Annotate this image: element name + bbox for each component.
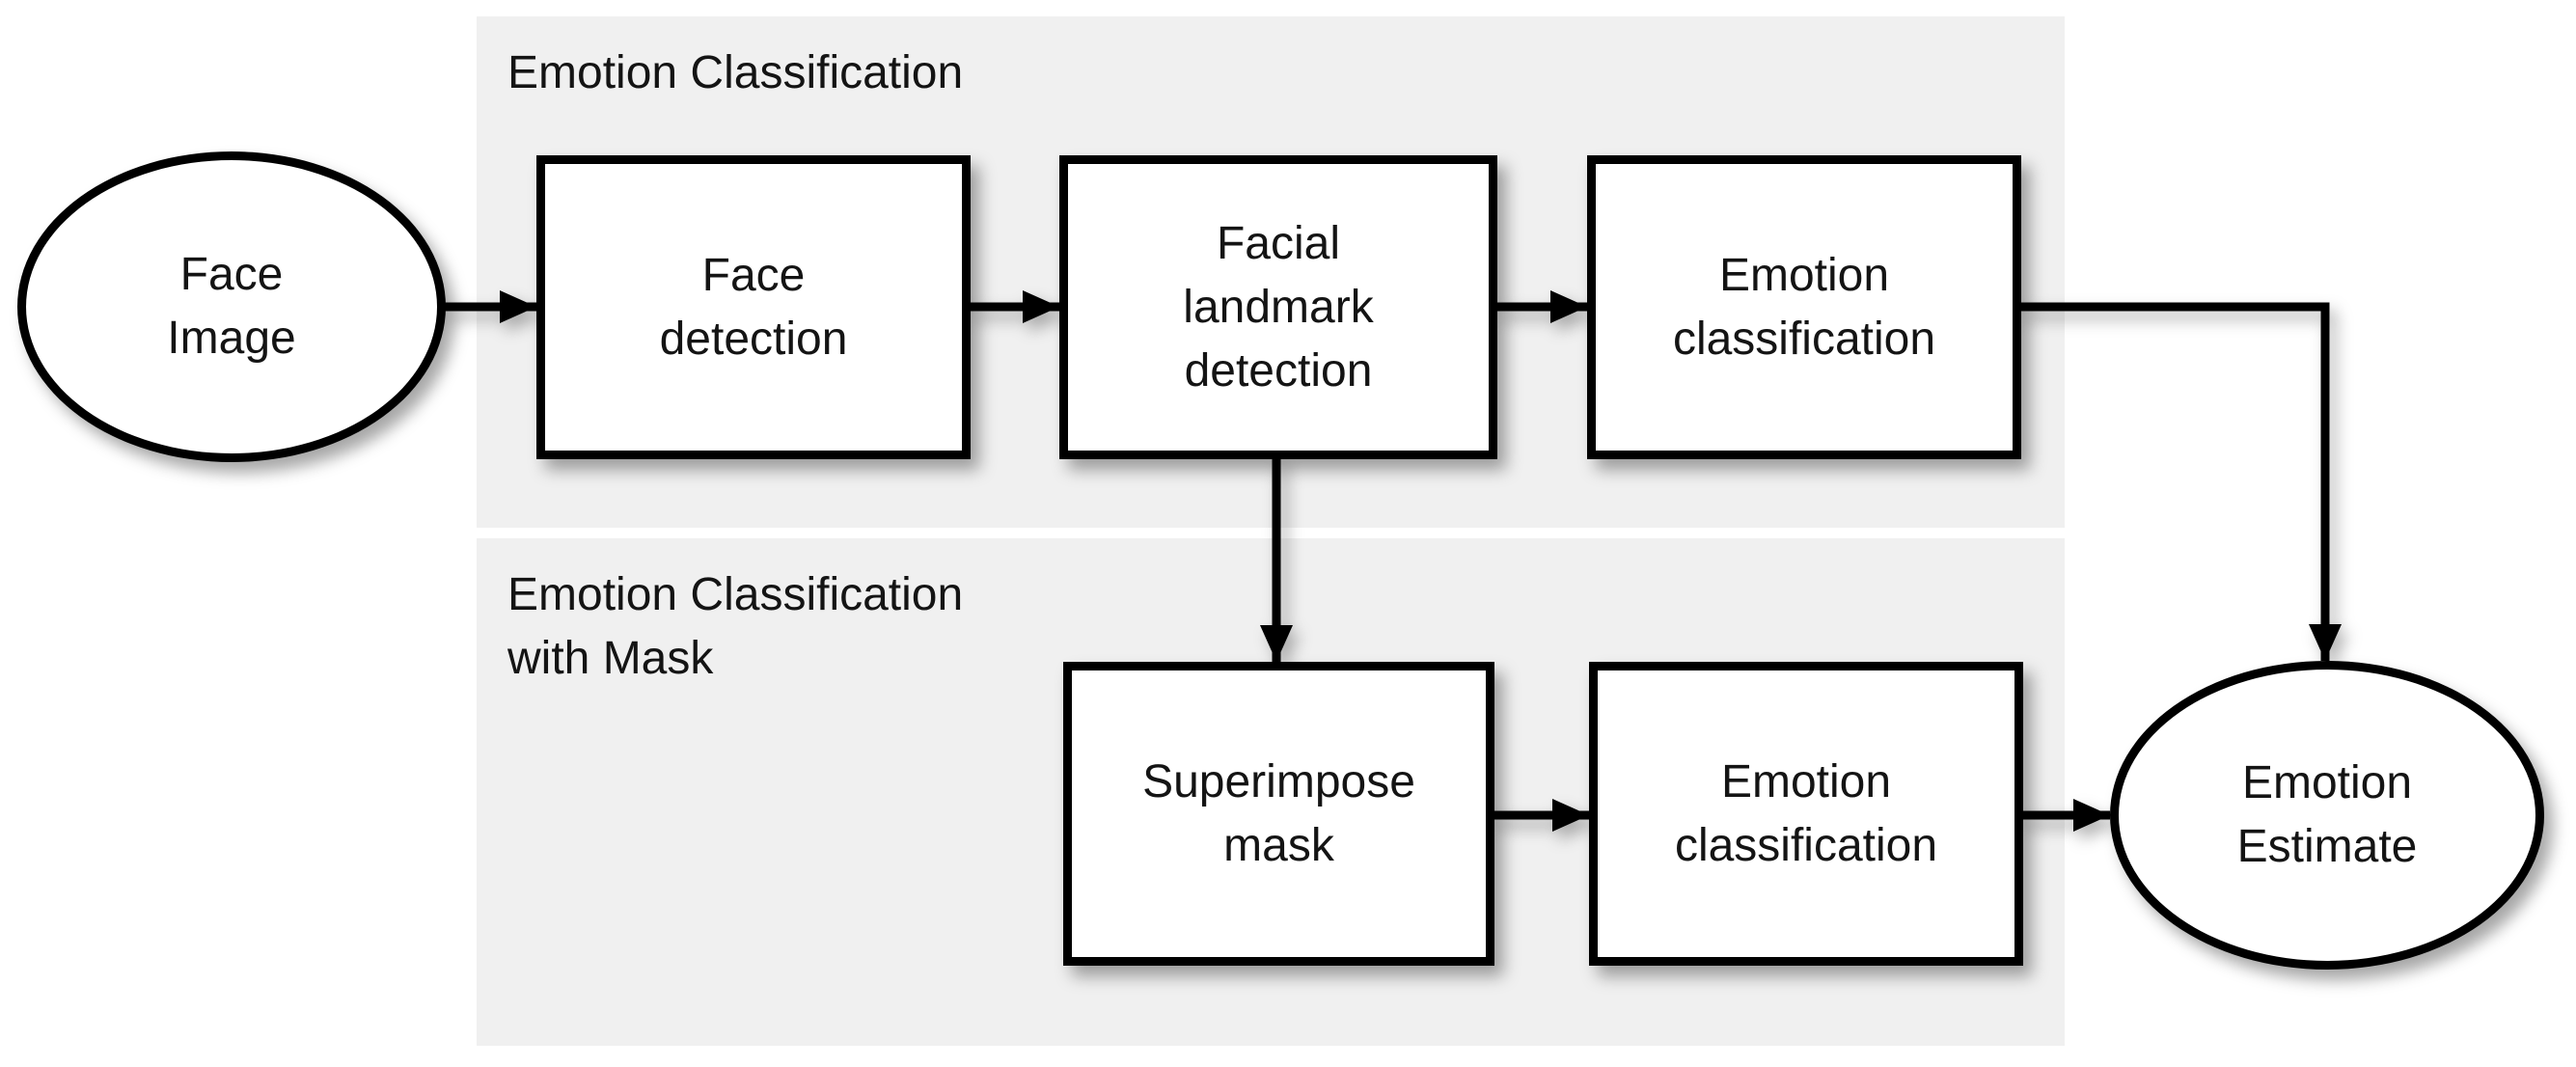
node-emotion-classification-bottom: Emotion classification <box>1589 662 2023 966</box>
node-facial-landmark-detection: Facial landmark detection <box>1059 155 1497 459</box>
panel-title-text-line1: Emotion Classification <box>507 569 964 620</box>
node-face-image: Face Image <box>17 151 446 462</box>
panel-title-emotion-classification: Emotion Classification <box>507 41 963 105</box>
label-line: Emotion <box>2241 757 2413 808</box>
label-line: landmark <box>1183 281 1374 333</box>
label-line: Estimate <box>2236 821 2418 872</box>
node-emotion-estimate: Emotion Estimate <box>2110 661 2544 970</box>
label-line: Image <box>167 313 296 364</box>
label-line: detection <box>1184 344 1373 397</box>
node-face-image-label: Face Image <box>167 243 295 370</box>
label-line: Face <box>179 249 284 300</box>
node-emotion-estimate-label: Emotion Estimate <box>2237 752 2418 879</box>
label-line: Facial <box>1216 217 1341 269</box>
label-line: classification <box>1672 313 1936 365</box>
panel-title-emotion-classification-with-mask: Emotion Classification with Mask <box>507 563 963 691</box>
edge-emotion-classification-to-emotion-estimate <box>2019 302 2342 661</box>
node-face-detection: Face detection <box>536 155 971 459</box>
node-emotion-classification-top: Emotion classification <box>1587 155 2021 459</box>
node-emotion-classification-top-label: Emotion classification <box>1673 244 1935 371</box>
label-line: detection <box>659 313 848 365</box>
node-face-detection-label: Face detection <box>660 244 848 371</box>
label-line: Face <box>701 249 806 301</box>
label-line: mask <box>1223 819 1334 871</box>
label-line: classification <box>1674 819 1938 871</box>
label-line: Emotion <box>1720 755 1892 807</box>
panel-title-text: Emotion Classification <box>507 47 964 98</box>
label-line: Emotion <box>1718 249 1890 301</box>
panel-title-text-line2: with Mask <box>507 633 714 684</box>
label-line: Superimpose <box>1142 755 1415 807</box>
node-emotion-classification-bottom-label: Emotion classification <box>1675 751 1937 878</box>
node-facial-landmark-detection-label: Facial landmark detection <box>1183 212 1373 403</box>
node-superimpose-mask: Superimpose mask <box>1063 662 1494 966</box>
node-superimpose-mask-label: Superimpose mask <box>1142 751 1415 878</box>
